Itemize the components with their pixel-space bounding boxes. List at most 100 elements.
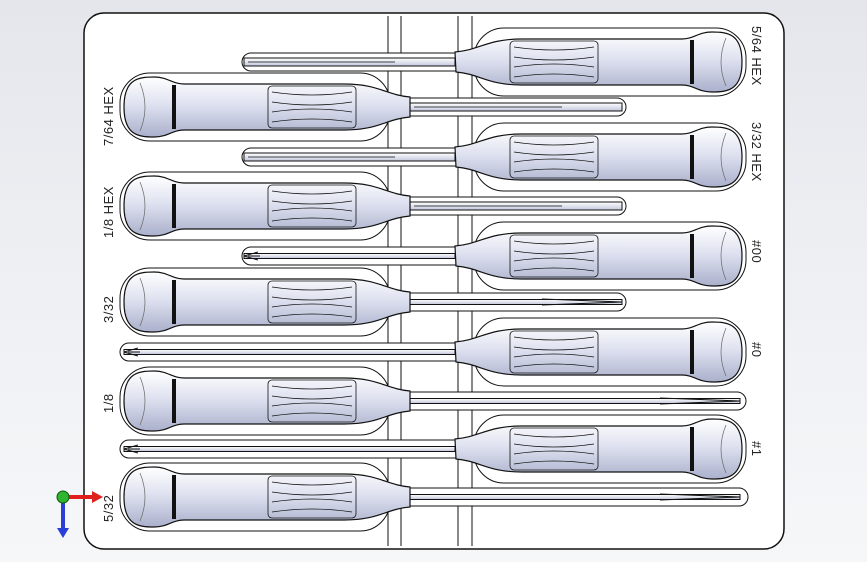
- screwdriver-2-grip-flute: [271, 91, 353, 96]
- screwdriver-1-knob-edge: [720, 37, 727, 87]
- screwdriver-6-shaft: [409, 299, 623, 305]
- screwdriver-10-grip-flute: [271, 498, 353, 503]
- coordinate-triad: [56, 490, 103, 538]
- screwdriver-4-grip-flute: [271, 207, 353, 212]
- screwdriver-6-grip-flute: [271, 286, 353, 291]
- label-left-2: 1/8 HEX: [101, 186, 116, 238]
- screwdriver-10-grip: [267, 475, 357, 519]
- screwdriver-6-grip-flute: [271, 313, 353, 318]
- screwdriver-4-grip-flute: [271, 217, 353, 222]
- screwdriver-8-grip: [267, 379, 357, 423]
- screwdriver-1-grip-flute: [513, 63, 595, 68]
- screwdriver-5-handle-band: [690, 234, 694, 278]
- screwdriver-10-grip-flute: [271, 508, 353, 513]
- triad-y-point: [56, 490, 70, 504]
- screwdriver-7-grip-flute: [513, 353, 595, 358]
- screwdriver-5-grip-flute: [513, 267, 595, 272]
- screwdriver-7-grip: [509, 330, 599, 374]
- screwdriver-4-handle: [123, 175, 411, 237]
- label-right-5: #1: [749, 441, 764, 456]
- screwdriver-5-shaft: [243, 253, 456, 259]
- screwdriver-10-handle: [123, 466, 411, 528]
- screwdriver-10-handle-band: [172, 475, 176, 519]
- screwdriver-4-handle-band: [172, 184, 176, 228]
- label-right-4: #0: [749, 342, 764, 357]
- screwdriver-2-knob-edge: [139, 82, 146, 132]
- screwdriver-4-knob-edge: [139, 181, 146, 231]
- screwdriver-5-handle: [454, 225, 743, 287]
- screwdriver-5-grip-flute: [513, 250, 595, 255]
- screwdriver-2-handle: [123, 76, 411, 138]
- screwdriver-10-grip-flute: [271, 481, 353, 486]
- screwdriver-2-grip-flute: [271, 118, 353, 123]
- screwdriver-7-handle: [454, 321, 743, 383]
- screwdriver-9-handle-band: [690, 427, 694, 471]
- screwdriver-6-grip: [267, 280, 357, 324]
- screwdriver-3-grip-flute: [513, 151, 595, 156]
- screwdriver-6-grip-flute: [271, 303, 353, 308]
- screwdriver-9-handle: [454, 418, 743, 480]
- screwdriver-5-knob-edge: [720, 231, 727, 281]
- screwdriver-8-grip-flute: [271, 402, 353, 407]
- screwdriver-10-grip-flute: [271, 491, 353, 496]
- screwdriver-8-grip-flute: [271, 412, 353, 417]
- screwdriver-7-phillips-tip: [123, 347, 140, 357]
- screwdriver-6-grip-flute: [271, 296, 353, 301]
- screwdriver-3-grip-flute: [513, 168, 595, 173]
- screwdriver-1-grip-flute: [513, 73, 595, 78]
- screwdriver-2-grip-flute: [271, 101, 353, 106]
- screwdriver-8-handle-band: [172, 379, 176, 423]
- screwdriver-3-handle-band: [690, 135, 694, 179]
- screwdriver-10-flat-tip: [659, 493, 741, 501]
- screwdriver-2-grip: [267, 85, 357, 129]
- screwdriver-3-grip-flute: [513, 158, 595, 163]
- screwdriver-group[interactable]: [119, 27, 749, 532]
- screwdriver-5-grip: [509, 234, 599, 278]
- screwdriver-9-phillips-tip: [123, 444, 140, 454]
- screwdriver-6-handle: [123, 271, 411, 333]
- triad-x-arrow: [92, 491, 103, 503]
- label-left-4: 1/8: [101, 393, 116, 413]
- screwdriver-9-grip-flute: [513, 443, 595, 448]
- screwdriver-5-grip-flute: [513, 257, 595, 262]
- screwdriver-1-grip-flute: [513, 56, 595, 61]
- screwdriver-5-grip-flute: [513, 240, 595, 245]
- screwdriver-9-grip: [509, 427, 599, 471]
- screwdriver-3-grip-flute: [513, 141, 595, 146]
- screwdriver-9-knob-edge: [720, 424, 727, 474]
- screwdriver-3-handle: [454, 126, 743, 188]
- screwdriver-9-grip-flute: [513, 433, 595, 438]
- screwdriver-6-knob-edge: [139, 277, 146, 327]
- label-right-1: 5/64 HEX: [749, 26, 764, 86]
- screwdriver-3-grip: [509, 135, 599, 179]
- screwdriver-10-knob-edge: [139, 472, 146, 522]
- label-left-3: 3/32: [101, 296, 116, 323]
- screwdriver-9-grip-flute: [513, 460, 595, 465]
- label-right-2: 3/32 HEX: [749, 122, 764, 182]
- screwdriver-9-grip-flute: [513, 450, 595, 455]
- screwdriver-6-handle-band: [172, 280, 176, 324]
- screwdriver-7-grip-flute: [513, 336, 595, 341]
- screwdriver-8-handle: [123, 370, 411, 432]
- screwdriver-2-handle-band: [172, 85, 176, 129]
- screwdriver-5-phillips-tip: [243, 251, 260, 261]
- screwdriver-1-grip: [509, 40, 599, 84]
- screwdriver-2-grip-flute: [271, 108, 353, 113]
- screwdriver-7-handle-band: [690, 330, 694, 374]
- screwdriver-4-grip-flute: [271, 190, 353, 195]
- screwdriver-1-handle-band: [690, 40, 694, 84]
- screwdriver-8-flat-tip: [659, 397, 741, 405]
- screwdriver-8-grip-flute: [271, 395, 353, 400]
- screwdriver-4-grip-flute: [271, 200, 353, 205]
- screwdriver-6-flat-tip: [541, 298, 623, 306]
- screwdriver-7-grip-flute: [513, 363, 595, 368]
- label-right-3: #00: [749, 240, 764, 263]
- screwdriver-7-grip-flute: [513, 346, 595, 351]
- screwdriver-7-knob-edge: [720, 327, 727, 377]
- screwdriver-8-knob-edge: [139, 376, 146, 426]
- screwdriver-7-shaft: [123, 349, 456, 355]
- screwdriver-8-grip-flute: [271, 385, 353, 390]
- label-left-1: 7/64 HEX: [101, 86, 116, 146]
